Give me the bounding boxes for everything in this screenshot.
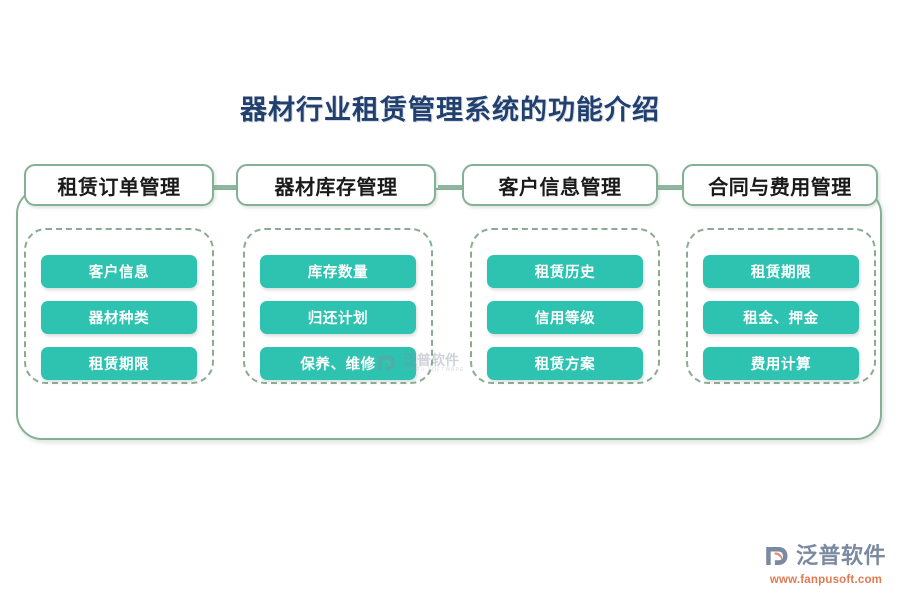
column-header-label: 器材库存管理: [274, 176, 398, 199]
item-pill[interactable]: 库存数量: [260, 255, 416, 288]
item-label: 归还计划: [307, 311, 369, 327]
item-pill[interactable]: 租赁期限: [703, 255, 859, 288]
item-label: 器材种类: [88, 311, 150, 327]
item-label: 费用计算: [750, 357, 812, 373]
item-pill[interactable]: 客户信息: [41, 255, 197, 288]
column-header-label: 租赁订单管理: [57, 176, 181, 199]
item-label: 租赁方案: [534, 357, 596, 373]
item-pill[interactable]: 费用计算: [703, 347, 859, 380]
page-title: 器材行业租赁管理系统的功能介绍: [240, 95, 660, 125]
column-group-1: [24, 228, 214, 384]
item-pill[interactable]: 租赁期限: [41, 347, 197, 380]
column-header-1[interactable]: 租赁订单管理: [24, 164, 214, 206]
column-header-label: 合同与费用管理: [708, 176, 852, 199]
column-header-3[interactable]: 客户信息管理: [462, 164, 658, 206]
column-header-4[interactable]: 合同与费用管理: [682, 164, 878, 206]
item-pill[interactable]: 保养、维修: [260, 347, 416, 380]
item-pill[interactable]: 信用等级: [487, 301, 643, 334]
fanpu-logo-icon: [766, 547, 788, 565]
brand-name: 泛普软件: [796, 543, 887, 568]
brand-url: www.fanpusoft.com: [769, 574, 883, 586]
item-label: 库存数量: [307, 265, 369, 281]
item-label: 客户信息: [88, 265, 150, 281]
connector-line-3: [658, 185, 682, 189]
item-pill[interactable]: 归还计划: [260, 301, 416, 334]
item-label: 租赁历史: [534, 265, 596, 281]
brand-row: 泛普软件: [762, 540, 892, 572]
connector-line-2: [438, 185, 462, 189]
item-label: 租金、押金: [743, 311, 819, 327]
connector-line-1: [212, 185, 236, 189]
item-label: 信用等级: [534, 311, 596, 327]
item-pill[interactable]: 器材种类: [41, 301, 197, 334]
item-label: 租赁期限: [88, 357, 150, 373]
item-pill[interactable]: 租赁方案: [487, 347, 643, 380]
item-pill[interactable]: 租赁历史: [487, 255, 643, 288]
item-pill[interactable]: 租金、押金: [703, 301, 859, 334]
item-label: 保养、维修: [300, 357, 376, 373]
column-header-2[interactable]: 器材库存管理: [236, 164, 436, 206]
item-label: 租赁期限: [750, 265, 812, 281]
column-group-2: [243, 228, 433, 384]
column-group-3: [470, 228, 660, 384]
brand-logo: 泛普软件 www.fanpusoft.com: [762, 540, 892, 590]
column-group-4: [686, 228, 876, 384]
column-header-label: 客户信息管理: [498, 176, 622, 199]
